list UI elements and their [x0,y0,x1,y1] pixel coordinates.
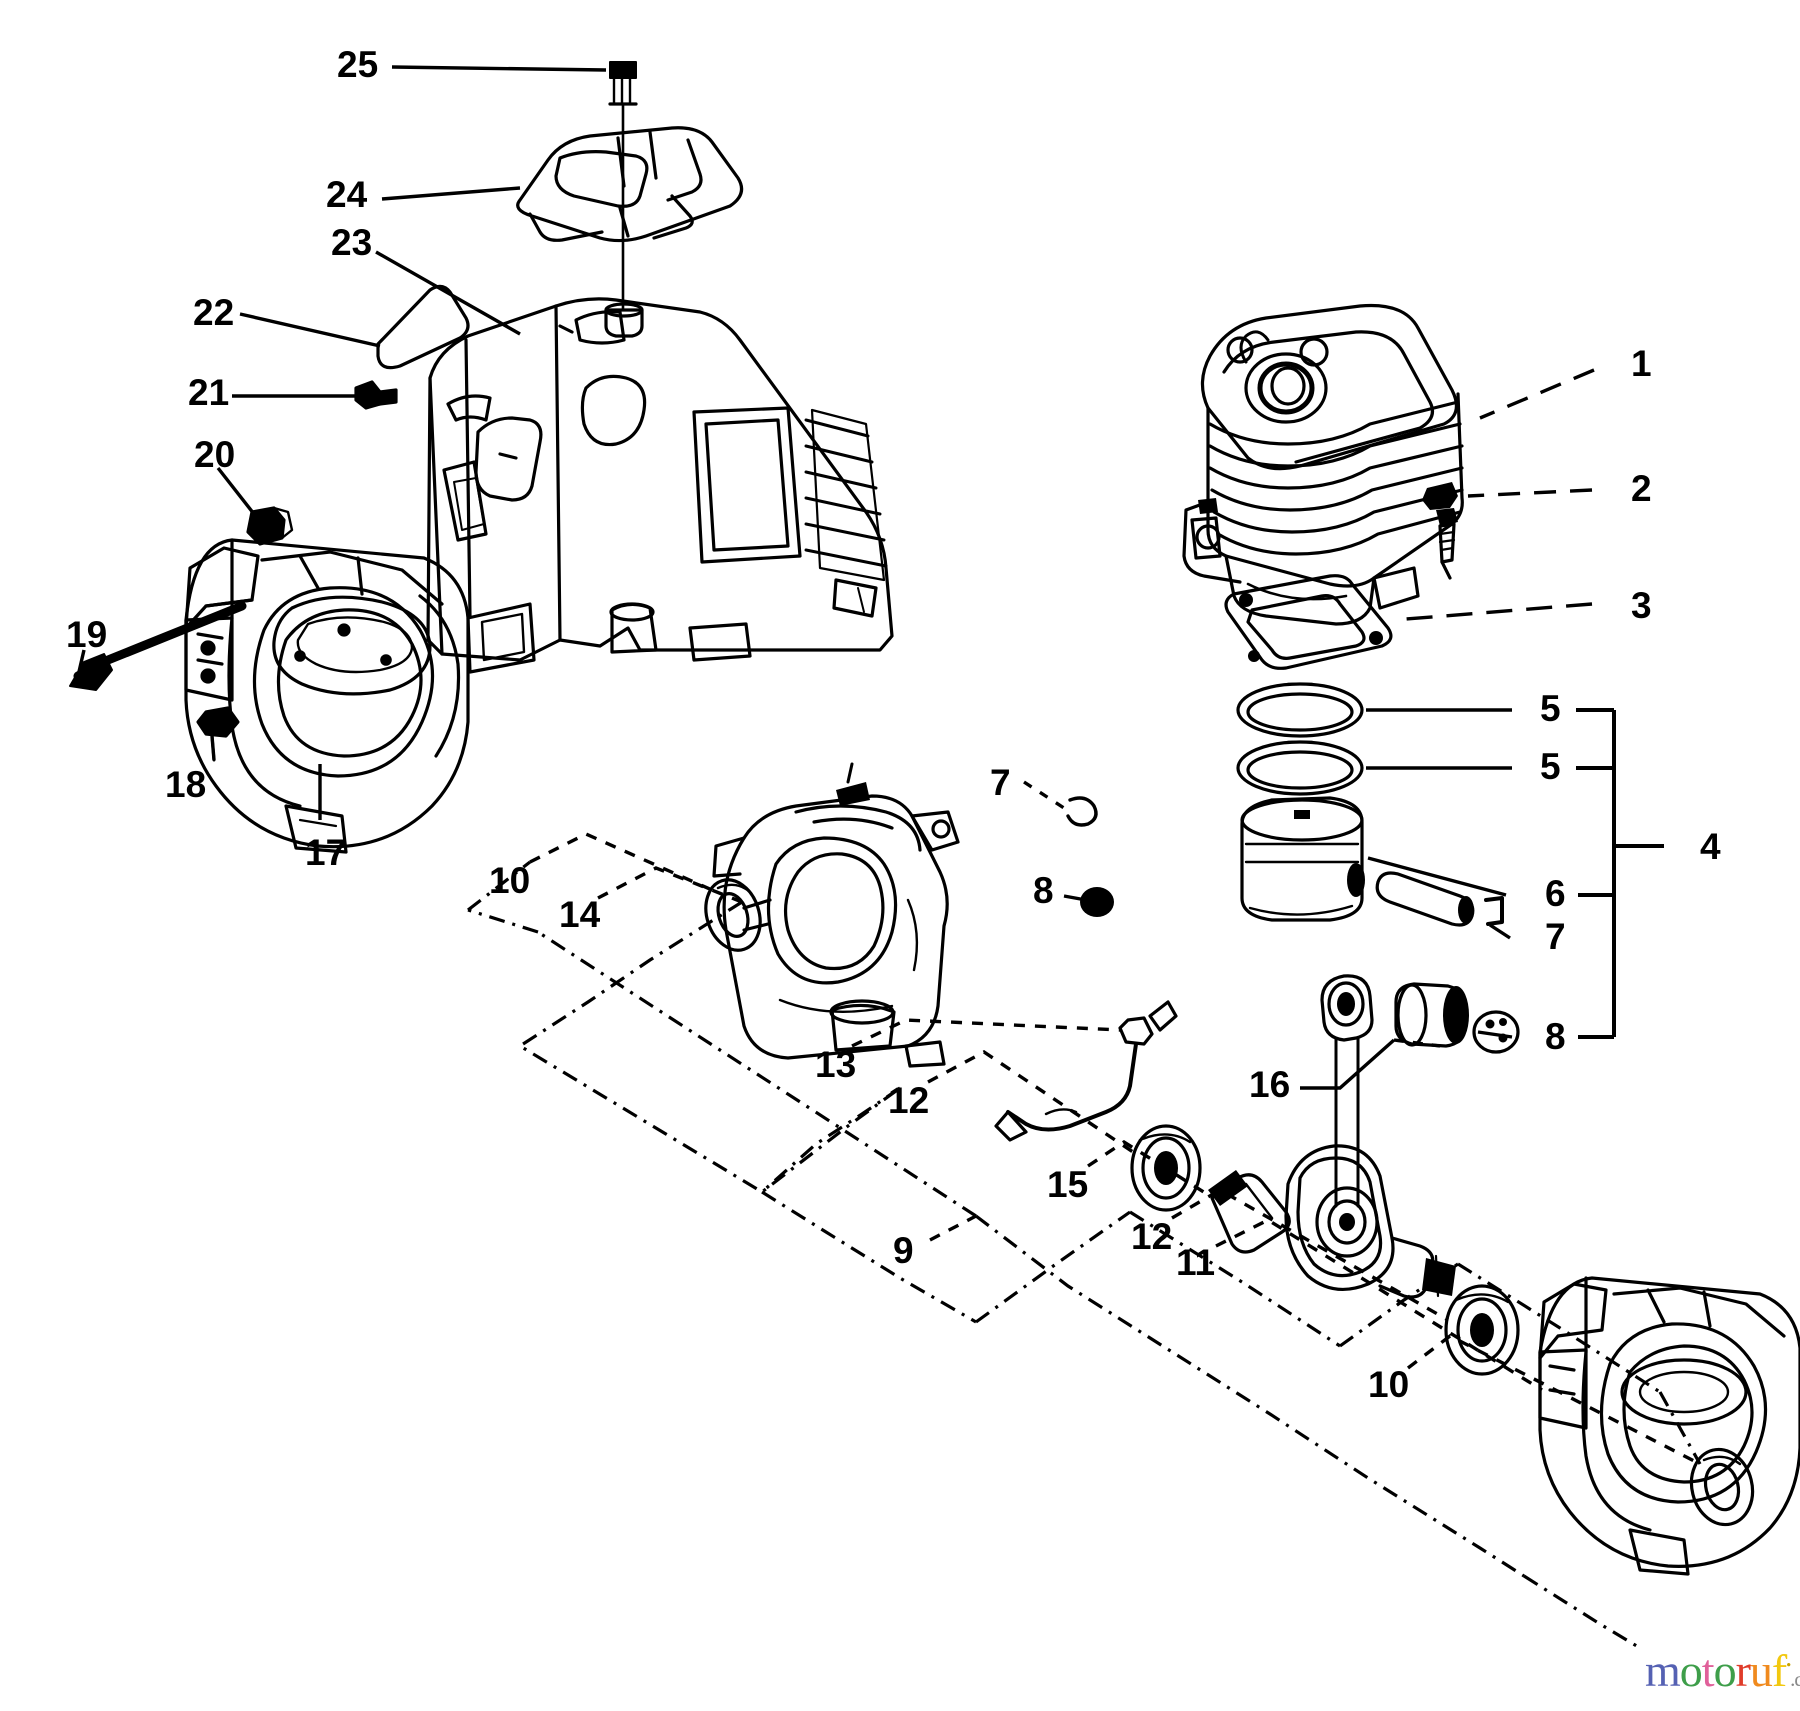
part-22-trim-emblem [376,284,470,370]
callout-number-10-right: 10 [1368,1364,1410,1405]
part-25-boss [604,302,644,338]
callout-number-1: 1 [1631,343,1652,384]
leader-3 [1393,602,1593,622]
part-7-piston-pin [1375,871,1475,927]
callout-number-7-left: 7 [990,762,1011,803]
leader-12a [927,1050,1137,1156]
leader-18 [210,735,216,761]
motoruf-watermark-logo: motoruf•.de [1645,1648,1800,1694]
callout-number-22: 22 [193,292,235,333]
leader-8a [1063,894,1087,902]
part-11-crankcase-half-clutch [1538,1276,1800,1576]
part-25-cover-screw [608,61,638,106]
part-13-ignition-lead [994,1000,1178,1142]
callout-number-23: 23 [331,222,373,263]
part-1-cylinder [1182,303,1464,626]
part-3-base-gasket [1224,574,1393,670]
part-8-circlip-right [1484,896,1504,926]
leader-6 [1367,856,1507,897]
part-23-engine-cover [426,297,894,662]
leader-14 [597,866,743,904]
logo-accent-dot: • [1786,1658,1791,1674]
logo-letter-f: f [1771,1645,1787,1696]
callout-number-13: 13 [815,1044,857,1085]
leader-23 [375,250,521,336]
part-6-piston [1240,796,1365,922]
part-19-long-screw [69,601,247,691]
logo-letter-r: r [1735,1645,1751,1696]
callout-number-17: 17 [305,832,347,873]
leader-16 [1393,1038,1441,1048]
callout-number-7-right: 7 [1545,916,1566,957]
part-15-connecting-rod [1315,974,1379,1258]
part-14-crankcase-half [712,762,960,1068]
callout-number-8-left: 8 [1033,870,1054,911]
part-5-piston-ring-upper [1236,682,1364,738]
callout-number-6: 6 [1545,873,1566,914]
callout-number-18: 18 [165,764,207,805]
callout-number-15: 15 [1047,1164,1089,1205]
callout-number-25: 25 [337,44,379,85]
leader-16-bar [1300,1038,1396,1090]
callout-number-4: 4 [1700,826,1721,867]
callout-number-19: 19 [66,614,108,655]
leader-1 [1479,368,1595,420]
callout-number-14: 14 [559,894,601,935]
part-21-screw [354,380,398,410]
callout-number-24: 24 [326,174,368,215]
leader-19 [76,649,86,677]
logo-letter-t: t [1701,1645,1715,1696]
part-7-circlip-left [1066,796,1098,827]
leader-25 [391,65,607,72]
callout-number-2: 2 [1631,468,1652,509]
leader-10b [1406,1333,1701,1466]
callout-number-8-right: 8 [1545,1016,1566,1057]
logo-letter-o1: o [1679,1645,1703,1696]
callout-number-9: 9 [893,1230,914,1271]
leader-9 [929,1214,977,1242]
part-2-decomp-valve [1422,482,1458,580]
leader-15 [1087,1139,1211,1198]
leader-8b [1477,1030,1513,1039]
callout-number-10-left: 10 [489,860,531,901]
part-15-crankshaft [1208,974,1456,1299]
leader-11 [1215,1218,1543,1392]
logo-letter-m: m [1645,1645,1681,1696]
part-20-nut [246,506,294,546]
part-8-washer-right [1472,1010,1520,1054]
callout-number-5-upper: 5 [1540,688,1561,729]
leader-7b [1489,923,1511,940]
callout-number-11: 11 [1176,1242,1216,1283]
leader-7a [1023,780,1065,810]
logo-tld-suffix: .de [1790,1667,1800,1691]
callout-number-12-lower: 12 [1131,1216,1173,1257]
part-8-circlip-left [1080,887,1114,917]
callout-number-20: 20 [194,434,236,475]
group-9-enclosure [467,860,1702,1650]
part-17-fan-housing [184,538,536,854]
logo-letter-u: u [1749,1645,1773,1696]
leader-22 [239,312,381,348]
callout-number-12-upper: 12 [888,1080,930,1121]
callout-number-3: 3 [1631,585,1652,626]
leader-24 [381,186,521,201]
leader-2 [1467,488,1593,498]
part-10-oil-seal-right [1689,1447,1755,1527]
logo-letter-o2: o [1713,1645,1737,1696]
callout-number-16: 16 [1249,1064,1291,1105]
part-12-ball-bearing-b [1444,1284,1520,1376]
callout-number-21: 21 [188,372,230,413]
part-5-piston-ring-lower [1236,740,1364,796]
leader-20 [216,466,256,516]
callout-number-5-lower: 5 [1540,746,1561,787]
leader-10a [529,832,713,892]
